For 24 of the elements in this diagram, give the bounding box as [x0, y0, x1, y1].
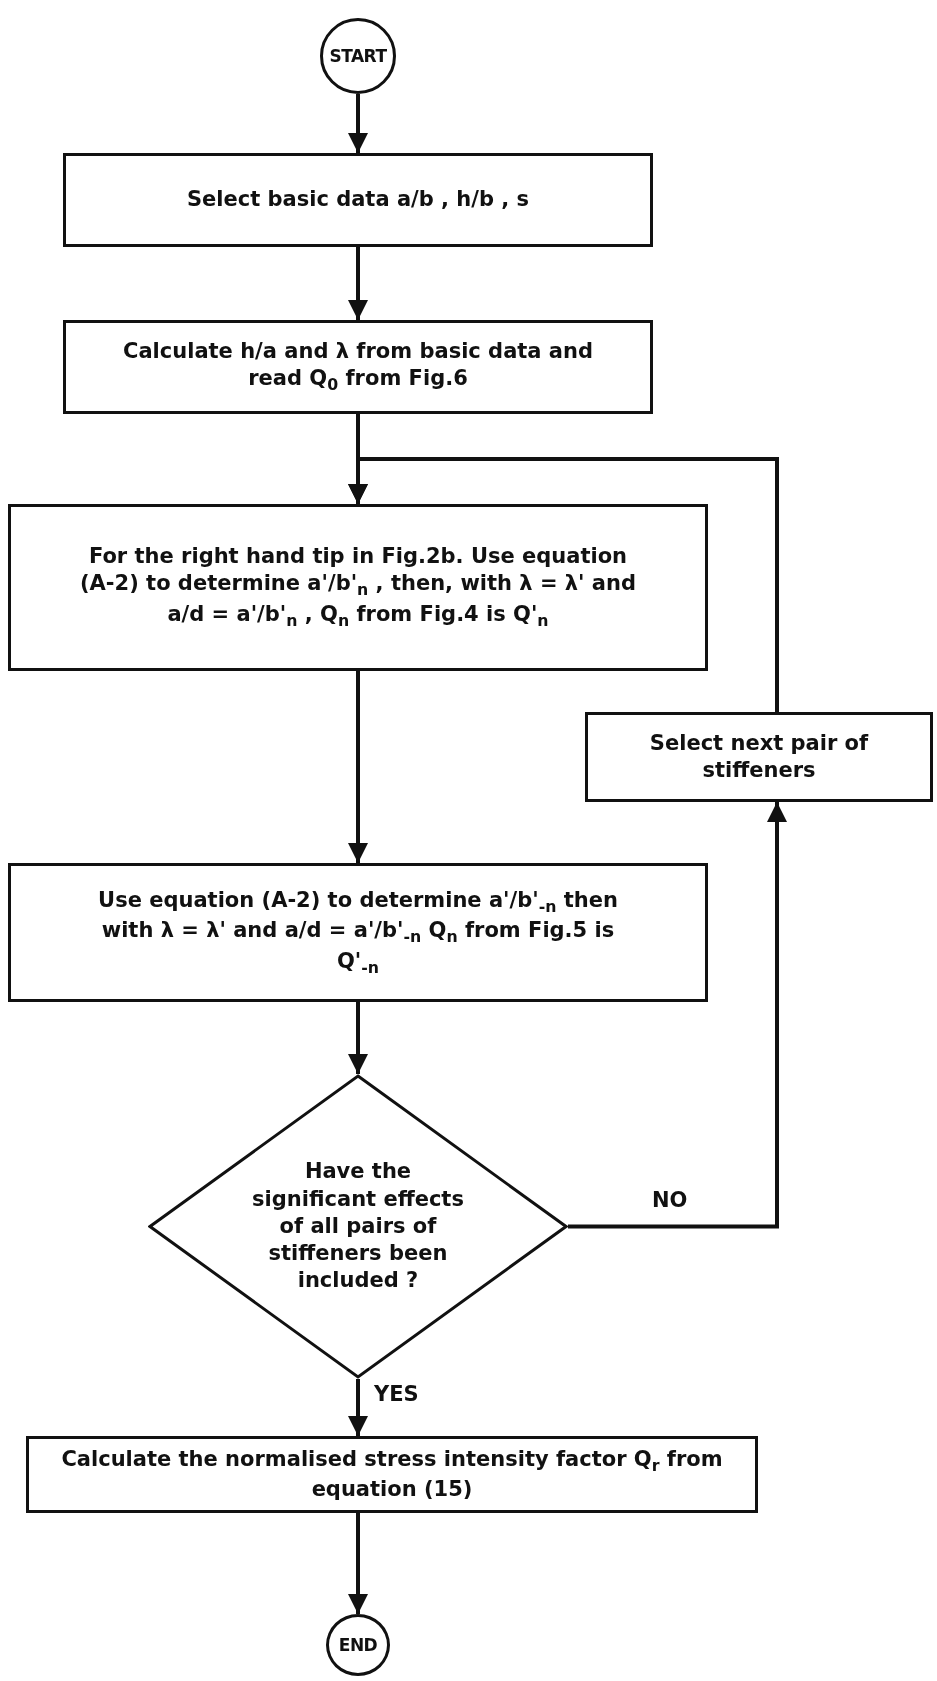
arrow [348, 247, 368, 320]
arrow [348, 1513, 368, 1614]
arrow [348, 94, 368, 153]
process-box [63, 320, 653, 414]
process-box [63, 153, 653, 247]
node-text: Select next pair of stiffeners [648, 729, 870, 784]
node-text: Calculate the normalised stress intensity factor Q$_{r}$ from equation (15) [60, 1445, 724, 1504]
node-text: END [338, 1633, 378, 1657]
node-text: Select basic data a/b , h/b , s [186, 186, 530, 214]
arrow [348, 671, 368, 863]
node-text: For the right hand tip in Fig.2b. Use equation (A-2) to determine a'/b'$_{n}$ , then, with λ = λ' and a/d = a'/b'$_{n}$ , Q$_{n}$ from Fig.4 is Q'$_{n}$ [79, 543, 637, 632]
decision-diamond [148, 1074, 568, 1379]
process-box [8, 863, 708, 1002]
node-text: START [329, 44, 387, 68]
arrow [348, 1379, 368, 1436]
node-text: Use equation (A-2) to determine a'/b'$_{-n}$ then with λ = λ' and a/d = a'/b'$_{-n}$ Q$_{n}$ from Fig.5 is Q'$_{-n}$ [97, 886, 619, 979]
arrow [348, 1002, 368, 1074]
arrow [348, 457, 779, 712]
process-box [585, 712, 933, 802]
process-box [8, 504, 708, 671]
process-box [26, 1436, 758, 1513]
node-text: Calculate h/a and λ from basic data and read Q$_{0}$ from Fig.6 [123, 338, 593, 396]
arrow [568, 802, 787, 1229]
node-text: Have the significant effects of all pairs of stiffeners been included ? [251, 1158, 465, 1295]
